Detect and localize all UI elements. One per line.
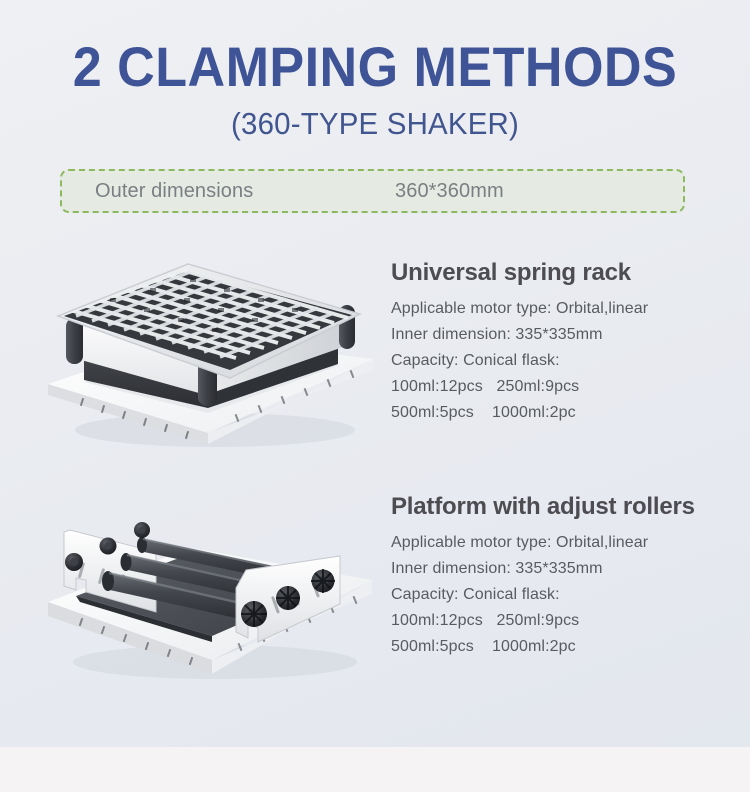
- product-row-platform-with-adjust-rollers: Platform with adjust rollers Applicable …: [0, 492, 750, 707]
- universal-spring-rack-text: Universal spring rack Applicable motor t…: [391, 258, 721, 426]
- product-spec-line: Applicable motor type: Orbital,linear: [391, 300, 649, 317]
- platform-with-adjust-rollers-illustration: [40, 492, 380, 692]
- product-title: Universal spring rack: [391, 259, 631, 286]
- product-spec-line: 100ml:12pcs 250ml:9pcs: [391, 378, 580, 395]
- background-footer-band: [0, 747, 750, 792]
- product-spec-line: Inner dimension: 335*335mm: [391, 560, 603, 577]
- universal-spring-rack-illustration: [40, 258, 380, 458]
- product-spec-line: 500ml:5pcs 1000ml:2pc: [391, 638, 576, 655]
- product-title: Platform with adjust rollers: [391, 493, 695, 520]
- adjust-knob: [241, 601, 267, 627]
- product-row-universal-spring-rack: Universal spring rack Applicable motor t…: [0, 258, 750, 473]
- platform-with-adjust-rollers-text: Platform with adjust rollers Applicable …: [391, 492, 721, 660]
- adjust-knob: [65, 553, 83, 571]
- adjust-knob: [311, 569, 335, 593]
- product-spec-line: Capacity: Conical flask:: [391, 352, 560, 369]
- adjust-knob: [134, 522, 150, 538]
- product-spec-line: Applicable motor type: Orbital,linear: [391, 534, 649, 551]
- page-subtitle: (360-TYPE SHAKER): [231, 106, 519, 141]
- product-spec-line: Capacity: Conical flask:: [391, 586, 560, 603]
- product-spec-line: 500ml:5pcs 1000ml:2pc: [391, 404, 576, 421]
- product-spec-line: Inner dimension: 335*335mm: [391, 326, 603, 343]
- outer-dimensions-banner: Outer dimensions 360*360mm: [60, 169, 685, 213]
- adjust-knob: [99, 537, 117, 555]
- product-spec-line: 100ml:12pcs 250ml:9pcs: [391, 612, 580, 629]
- adjust-knob: [276, 586, 300, 610]
- page-title: 2 CLAMPING METHODS: [72, 35, 678, 98]
- outer-dimensions-value: 360*360mm: [395, 179, 504, 202]
- outer-dimensions-label: Outer dimensions: [95, 179, 254, 202]
